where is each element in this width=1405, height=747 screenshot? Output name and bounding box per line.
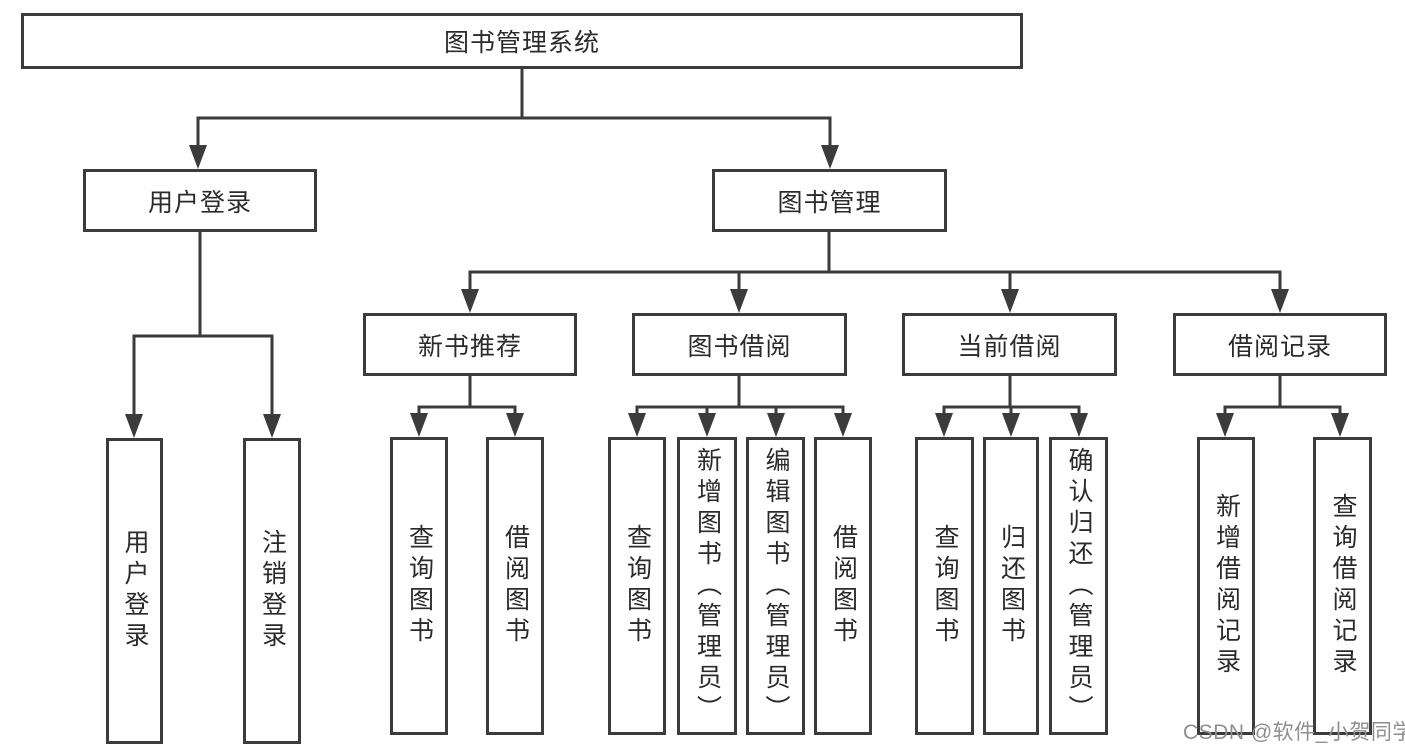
leaf-borrow-books-borrowing: 借阅图书 [814,437,872,735]
node-label: 新增图书（管理员） [693,446,722,726]
node-label: 新增借阅记录 [1212,493,1241,679]
node-label: 图书管理 [777,188,882,217]
leaf-add-book-admin: 新增图书（管理员） [677,437,737,735]
node-label: 图书借阅 [687,332,792,361]
leaf-borrow-books-recommendation: 借阅图书 [486,437,544,735]
node-borrowing-records: 借阅记录 [1173,313,1387,376]
node-label: 查询借阅记录 [1329,493,1357,679]
node-label: 用户登录 [121,529,149,653]
leaf-query-borrow-record: 查询借阅记录 [1313,437,1372,735]
node-label: 当前借阅 [957,332,1062,361]
leaf-return-books: 归还图书 [983,437,1039,735]
node-label: 编辑图书（管理员） [762,446,790,726]
leaf-add-borrow-record: 新增借阅记录 [1197,437,1255,735]
node-label: 图书管理系统 [443,29,600,57]
leaf-user-login: 用户登录 [106,438,163,744]
node-label: 查询图书 [931,524,959,648]
node-label: 查询图书 [405,524,434,648]
node-label: 借阅图书 [829,524,858,648]
node-library-management-system: 图书管理系统 [21,13,1023,69]
leaf-query-books-current: 查询图书 [915,437,974,735]
node-current-borrowing: 当前借阅 [902,313,1117,376]
node-new-book-recommendation: 新书推荐 [363,313,577,376]
node-label: 借阅记录 [1227,332,1332,361]
leaf-logout: 注销登录 [243,438,301,744]
node-book-borrowing: 图书借阅 [632,313,847,376]
arrowheads [125,145,1349,438]
node-label: 新书推荐 [417,332,522,361]
node-label: 借阅图书 [501,524,530,648]
node-label: 用户登录 [147,188,252,217]
leaf-query-books-recommendation: 查询图书 [390,437,448,735]
node-label: 确认归还（管理员） [1065,446,1093,726]
leaf-edit-book-admin: 编辑图书（管理员） [746,437,805,735]
leaf-query-books-borrowing: 查询图书 [608,437,666,735]
node-label: 归还图书 [997,524,1026,648]
node-user-login: 用户登录 [83,169,317,232]
node-label: 查询图书 [623,524,652,648]
csdn-watermark: CSDN @软件_小贺同学 [1183,721,1405,744]
leaf-confirm-return-admin: 确认归还（管理员） [1049,437,1108,735]
node-book-management: 图书管理 [712,169,947,232]
node-label: 注销登录 [258,529,287,653]
